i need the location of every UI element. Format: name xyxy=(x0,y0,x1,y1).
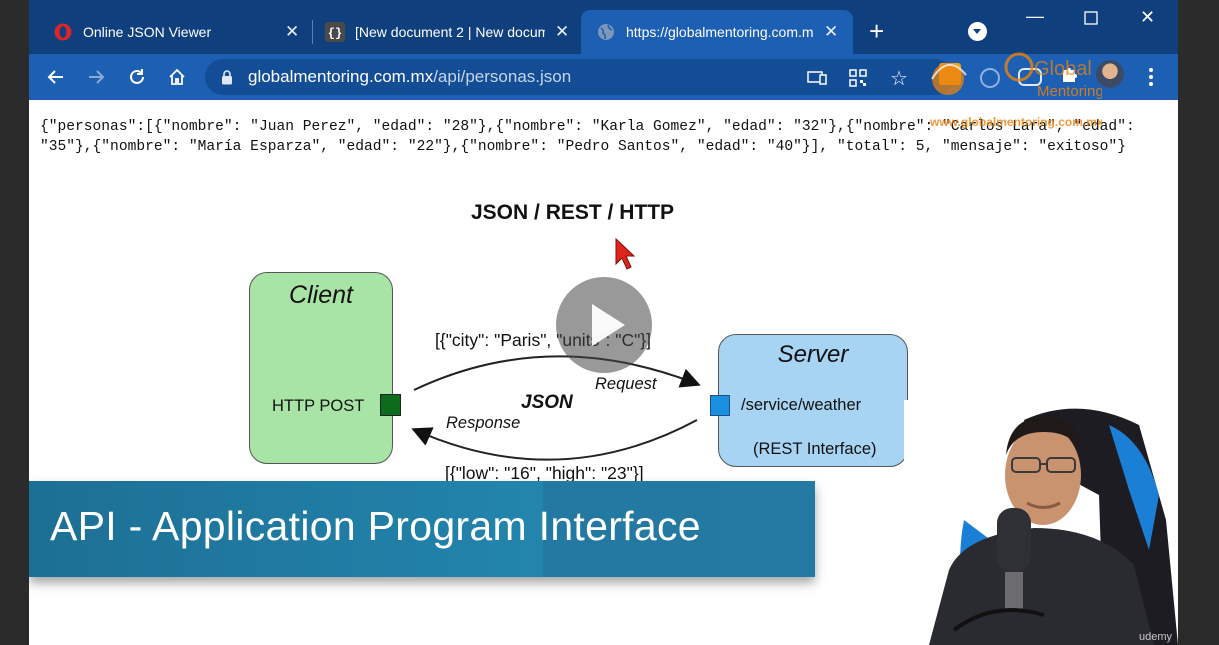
reload-icon[interactable] xyxy=(124,64,150,90)
home-icon[interactable] xyxy=(164,64,190,90)
opera-icon xyxy=(53,22,73,42)
tab-title: https://globalmentoring.com.m xyxy=(626,24,814,40)
maximize-icon[interactable] xyxy=(1084,9,1098,30)
server-title: Server xyxy=(777,341,849,368)
diagram-title: JSON / REST / HTTP xyxy=(471,201,675,224)
mouse-cursor-icon xyxy=(615,237,637,277)
lock-icon xyxy=(221,70,233,90)
url-text: globalmentoring.com.mx/api/personas.json xyxy=(248,67,571,87)
back-icon[interactable] xyxy=(43,64,69,90)
window-frame-left xyxy=(0,0,29,645)
presenter-video: udemy xyxy=(904,400,1178,645)
lower-third-banner: API - Application Program Interface xyxy=(29,481,815,577)
cast-icon[interactable] xyxy=(807,68,827,88)
close-tab-icon[interactable]: ✕ xyxy=(555,22,570,41)
url-path: /api/personas.json xyxy=(433,67,572,86)
banner-text: API - Application Program Interface xyxy=(50,503,701,549)
address-bar[interactable]: globalmentoring.com.mx/api/personas.json… xyxy=(205,59,953,95)
url-host: globalmentoring.com.mx xyxy=(248,67,434,86)
client-port xyxy=(380,394,401,416)
client-box: Client HTTP POST xyxy=(249,272,393,464)
json-response-text: {"personas":[{"nombre": "Juan Perez", "e… xyxy=(40,119,1144,155)
tab-search-icon[interactable] xyxy=(968,22,987,41)
tab-new-document[interactable]: {} [New document 2 | New docum ✕ xyxy=(325,10,577,54)
forward-icon[interactable] xyxy=(83,64,109,90)
server-port xyxy=(710,395,730,416)
json-braces-icon: {} xyxy=(325,22,345,42)
tab-title: Online JSON Viewer xyxy=(83,24,212,40)
watermark-site: www.globalmentoring.com.mx xyxy=(929,115,1102,129)
presenter-image xyxy=(904,400,1178,645)
tab-online-json-viewer[interactable]: Online JSON Viewer ✕ xyxy=(53,10,313,54)
response-arrow xyxy=(411,419,698,461)
diagram-arrows xyxy=(411,355,701,461)
globe-icon xyxy=(596,22,616,42)
udemy-watermark: udemy xyxy=(1138,631,1172,643)
close-tab-icon[interactable]: ✕ xyxy=(285,22,300,41)
menu-icon[interactable] xyxy=(1138,64,1164,90)
client-action: HTTP POST xyxy=(272,397,365,415)
puzzle-icon[interactable] xyxy=(1059,63,1081,85)
tab-separator xyxy=(312,20,313,44)
watermark-brand-line2: Mentoring xyxy=(1037,83,1102,100)
close-window-icon[interactable]: ✕ xyxy=(1140,7,1156,27)
extension-cloud-icon[interactable] xyxy=(1018,68,1042,86)
star-icon[interactable]: ☆ xyxy=(890,67,908,90)
qr-icon[interactable] xyxy=(848,68,868,88)
play-video-button[interactable] xyxy=(556,277,652,373)
tab-globalmentoring[interactable]: https://globalmentoring.com.m ✕ xyxy=(581,10,853,54)
extension-circle-icon[interactable] xyxy=(980,68,1000,88)
avatar[interactable] xyxy=(1096,60,1124,88)
watermark-brand-line1: Global xyxy=(1034,58,1092,80)
server-box: Server /service/weather (REST Interface) xyxy=(718,334,908,467)
tab-strip: Online JSON Viewer ✕ {} [New document 2 … xyxy=(29,0,1178,54)
page-content: {"personas":[{"nombre": "Juan Perez", "e… xyxy=(29,100,1178,645)
minimize-icon[interactable]: — xyxy=(1026,6,1044,26)
json-format-label: JSON xyxy=(521,392,573,413)
request-label: Request xyxy=(595,375,657,393)
server-interface: (REST Interface) xyxy=(753,440,877,458)
svg-text:{}: {} xyxy=(328,27,342,41)
new-tab-button[interactable]: + xyxy=(869,16,885,46)
client-title: Client xyxy=(289,281,353,309)
response-label: Response xyxy=(446,414,521,432)
server-endpoint: /service/weather xyxy=(741,396,862,414)
browser-window: Online JSON Viewer ✕ {} [New document 2 … xyxy=(29,0,1178,645)
request-arrow xyxy=(413,355,701,391)
tab-title: [New document 2 | New docum xyxy=(355,24,545,40)
close-tab-icon[interactable]: ✕ xyxy=(824,22,839,41)
response-body-label: [{"low": "16", "high": "23"}] xyxy=(445,463,644,483)
window-frame-right xyxy=(1178,0,1219,645)
channel-watermark-logo: Global Mentoring www.globalmentoring.com… xyxy=(929,52,1102,129)
